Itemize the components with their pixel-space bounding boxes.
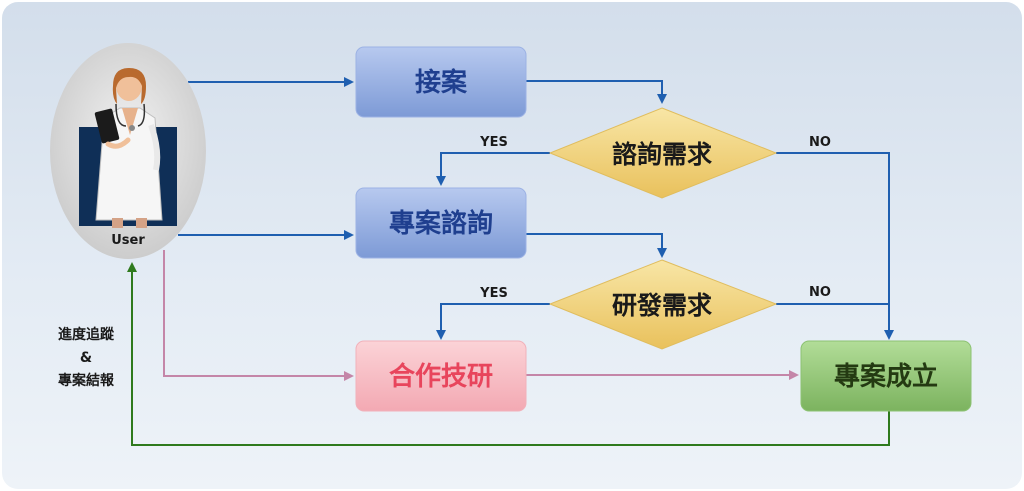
arrow-consult-to-research-decision	[526, 233, 667, 258]
edge-label-consult-yes: YES	[479, 135, 508, 150]
node-intake-label: 接案	[415, 67, 468, 98]
decision-consult: 諮詢需求	[548, 107, 778, 199]
node-project-consult: 專案諮詢	[355, 187, 527, 259]
arrow-research-yes	[436, 303, 550, 340]
feedback-note-line2: &	[79, 350, 93, 366]
feedback-note-line1: 進度追蹤	[58, 327, 114, 343]
node-collab-research: 合作技研	[355, 340, 527, 412]
node-project-established: 專案成立	[800, 340, 972, 412]
edge-label-research-yes: YES	[479, 286, 508, 301]
node-project-consult-label: 專案諮詢	[389, 208, 493, 239]
feedback-note-line3: 專案結報	[58, 373, 114, 389]
node-intake: 接案	[355, 46, 527, 118]
arrow-user-to-collab	[163, 250, 354, 381]
doctor-icon	[94, 68, 163, 228]
arrow-research-no	[776, 303, 894, 340]
edge-label-consult-no: NO	[809, 135, 831, 150]
arrow-consult-yes	[436, 152, 550, 186]
decision-research: 研發需求	[548, 259, 778, 350]
user-label: User	[111, 233, 145, 248]
edge-label-research-no: NO	[809, 285, 831, 300]
node-collab-research-label: 合作技研	[389, 361, 493, 392]
feedback-note: 進度追蹤 & 專案結報	[38, 324, 134, 393]
arrow-intake-to-consult-decision	[526, 80, 667, 104]
node-project-established-label: 專案成立	[834, 361, 938, 392]
decision-research-label: 研發需求	[612, 291, 712, 320]
arrow-consult-no	[776, 152, 890, 304]
arrow-feedback-to-user	[127, 262, 890, 446]
decision-consult-label: 諮詢需求	[612, 140, 712, 169]
user-avatar: User	[50, 43, 206, 259]
